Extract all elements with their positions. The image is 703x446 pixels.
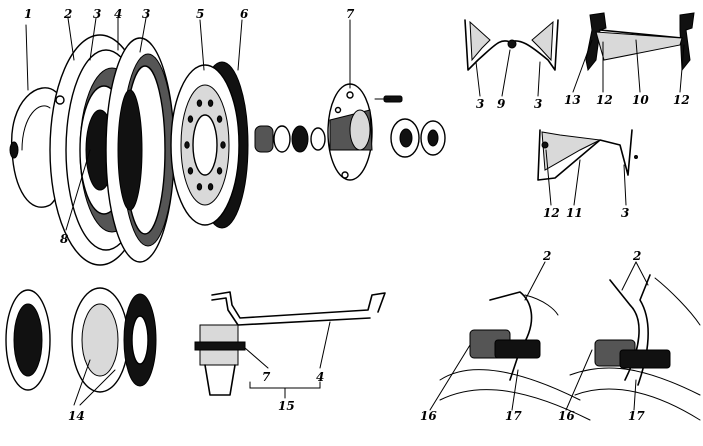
label-2: 2 (63, 7, 72, 21)
label-section1-9: 9 (497, 97, 506, 111)
label-section3-11: 11 (566, 206, 583, 220)
label-section2-13: 13 (564, 93, 581, 107)
bolt-hole (207, 183, 214, 191)
label-17a: 17 (505, 409, 522, 423)
split-disk-wheel (5, 287, 157, 393)
label-5: 5 (196, 7, 204, 21)
section-view-11 (537, 129, 638, 181)
section-view-9 (464, 19, 559, 71)
bolt-hole (207, 99, 214, 107)
bolt-hole (187, 167, 194, 175)
bolt-hole (184, 141, 190, 149)
leader-lines (65, 17, 685, 411)
bolt-hole (196, 183, 203, 191)
label-1: 1 (24, 7, 32, 21)
hub-bolt (374, 95, 403, 103)
label-3a: 3 (93, 7, 101, 21)
label-6: 6 (240, 7, 249, 21)
label-section2-12b: 12 (673, 93, 690, 107)
label-8: 8 (60, 232, 69, 246)
label-7: 7 (346, 7, 355, 21)
rim-section-15 (194, 291, 386, 396)
label-4: 4 (114, 7, 122, 21)
disk-wheel (170, 61, 249, 229)
label-section3-3: 3 (621, 206, 629, 220)
label-section2-10: 10 (632, 93, 649, 107)
section-view-10 (585, 12, 695, 72)
label-14: 14 (68, 409, 85, 423)
label-16b: 16 (558, 409, 575, 423)
label-2c: 2 (632, 249, 641, 263)
label-7b: 7 (262, 370, 271, 384)
part-number-labels: 1 2 3 4 3 5 6 7 8 3 9 3 13 12 10 12 12 1… (24, 7, 690, 423)
label-section1-3b: 3 (534, 97, 542, 111)
label-17b: 17 (628, 409, 645, 423)
wheel-bolt-holes (184, 99, 226, 191)
bolt-hole (196, 99, 203, 107)
bearings-right (390, 118, 446, 158)
label-3b: 3 (142, 7, 150, 21)
label-2b: 2 (542, 249, 551, 263)
label-4b: 4 (316, 370, 324, 384)
wheel-hub (327, 83, 373, 181)
bearings-left (254, 125, 326, 153)
label-section2-12a: 12 (596, 93, 613, 107)
bolt-hole (216, 115, 223, 123)
label-15: 15 (278, 399, 295, 413)
label-section3-12: 12 (543, 206, 560, 220)
bolt-hole (187, 115, 194, 123)
bolt-hole (220, 141, 226, 149)
clamp-view-left (439, 291, 591, 421)
rim-with-flanges (105, 37, 175, 263)
label-section1-3a: 3 (476, 97, 484, 111)
clamp-view-right (569, 274, 701, 421)
label-16a: 16 (420, 409, 437, 423)
bolt-hole (216, 167, 223, 175)
